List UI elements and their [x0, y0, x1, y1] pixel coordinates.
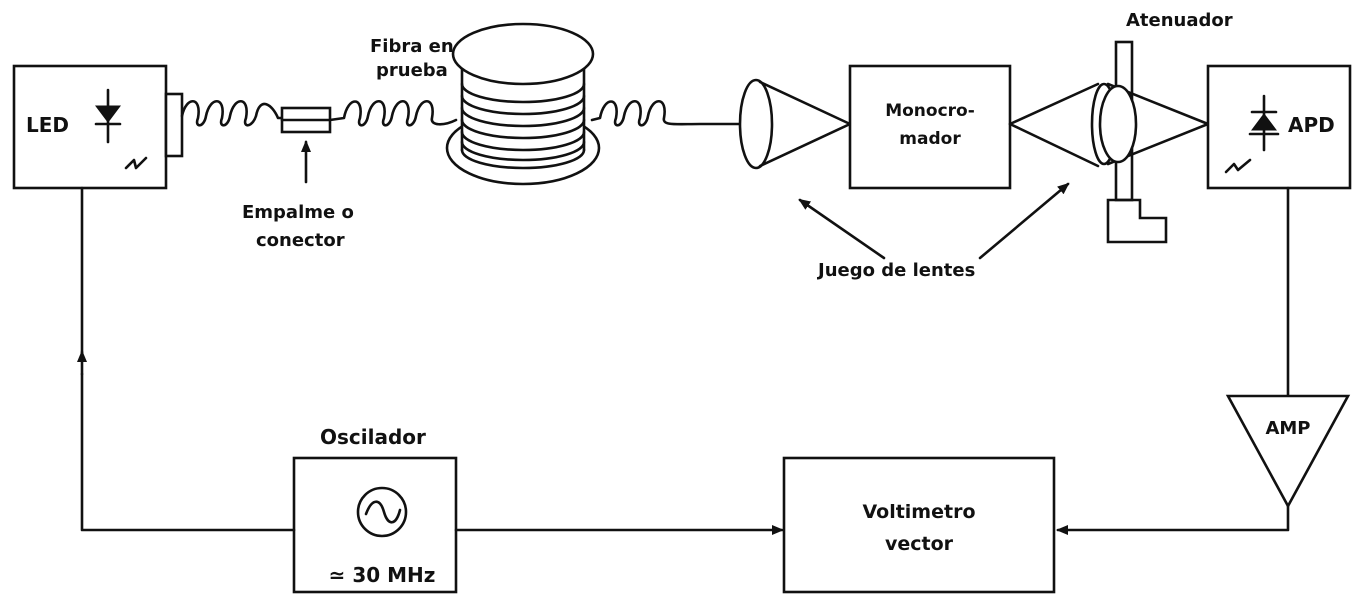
fiber-coil-middle	[328, 99, 458, 127]
amp-to-voltimetro-line	[1056, 504, 1290, 535]
splice-connector	[280, 106, 332, 134]
empalme-label-1: Empalme o	[242, 202, 354, 223]
juego-lentes-label: Juego de lentes	[816, 260, 975, 281]
fibra-label-2: prueba	[376, 60, 448, 81]
oscilador-label: Oscilador	[320, 425, 426, 449]
osc-to-led-line	[80, 372, 296, 532]
led-diode-icon	[94, 88, 148, 170]
fiber-spool-icon	[445, 22, 601, 186]
lens-1	[738, 78, 852, 170]
apd-diode-icon	[1224, 94, 1280, 174]
monocromador-block: Monocro- mador	[848, 64, 1012, 190]
amp-block: AMP	[1225, 394, 1351, 509]
monocromador-label-2: mador	[899, 129, 961, 149]
empalme-label-2: conector	[256, 230, 345, 251]
voltimetro-label-1: Voltimetro	[862, 501, 975, 523]
fiber-coil-left	[180, 99, 288, 127]
sine-wave-icon	[364, 500, 402, 524]
lens-1-arrow	[798, 198, 886, 260]
monocromador-label-1: Monocro-	[885, 101, 975, 121]
apd-block: APD	[1206, 64, 1352, 190]
atenuador-label: Atenuador	[1126, 10, 1233, 31]
atenuador-icon	[1098, 40, 1168, 244]
frecuencia-label: ≃ 30 MHz	[329, 563, 436, 587]
voltimetro-label-2: vector	[885, 533, 954, 555]
led-label: LED	[26, 113, 69, 137]
amp-label: AMP	[1265, 418, 1310, 439]
lens-2-arrow	[978, 182, 1070, 260]
oscilador-block: ≃ 30 MHz	[292, 456, 458, 594]
apd-label: APD	[1288, 113, 1335, 137]
voltimetro-block: Voltimetro vector	[782, 456, 1056, 594]
fiber-coil-right	[590, 99, 746, 127]
led-block: LED	[12, 64, 184, 190]
fibra-label-1: Fibra en	[370, 36, 454, 57]
